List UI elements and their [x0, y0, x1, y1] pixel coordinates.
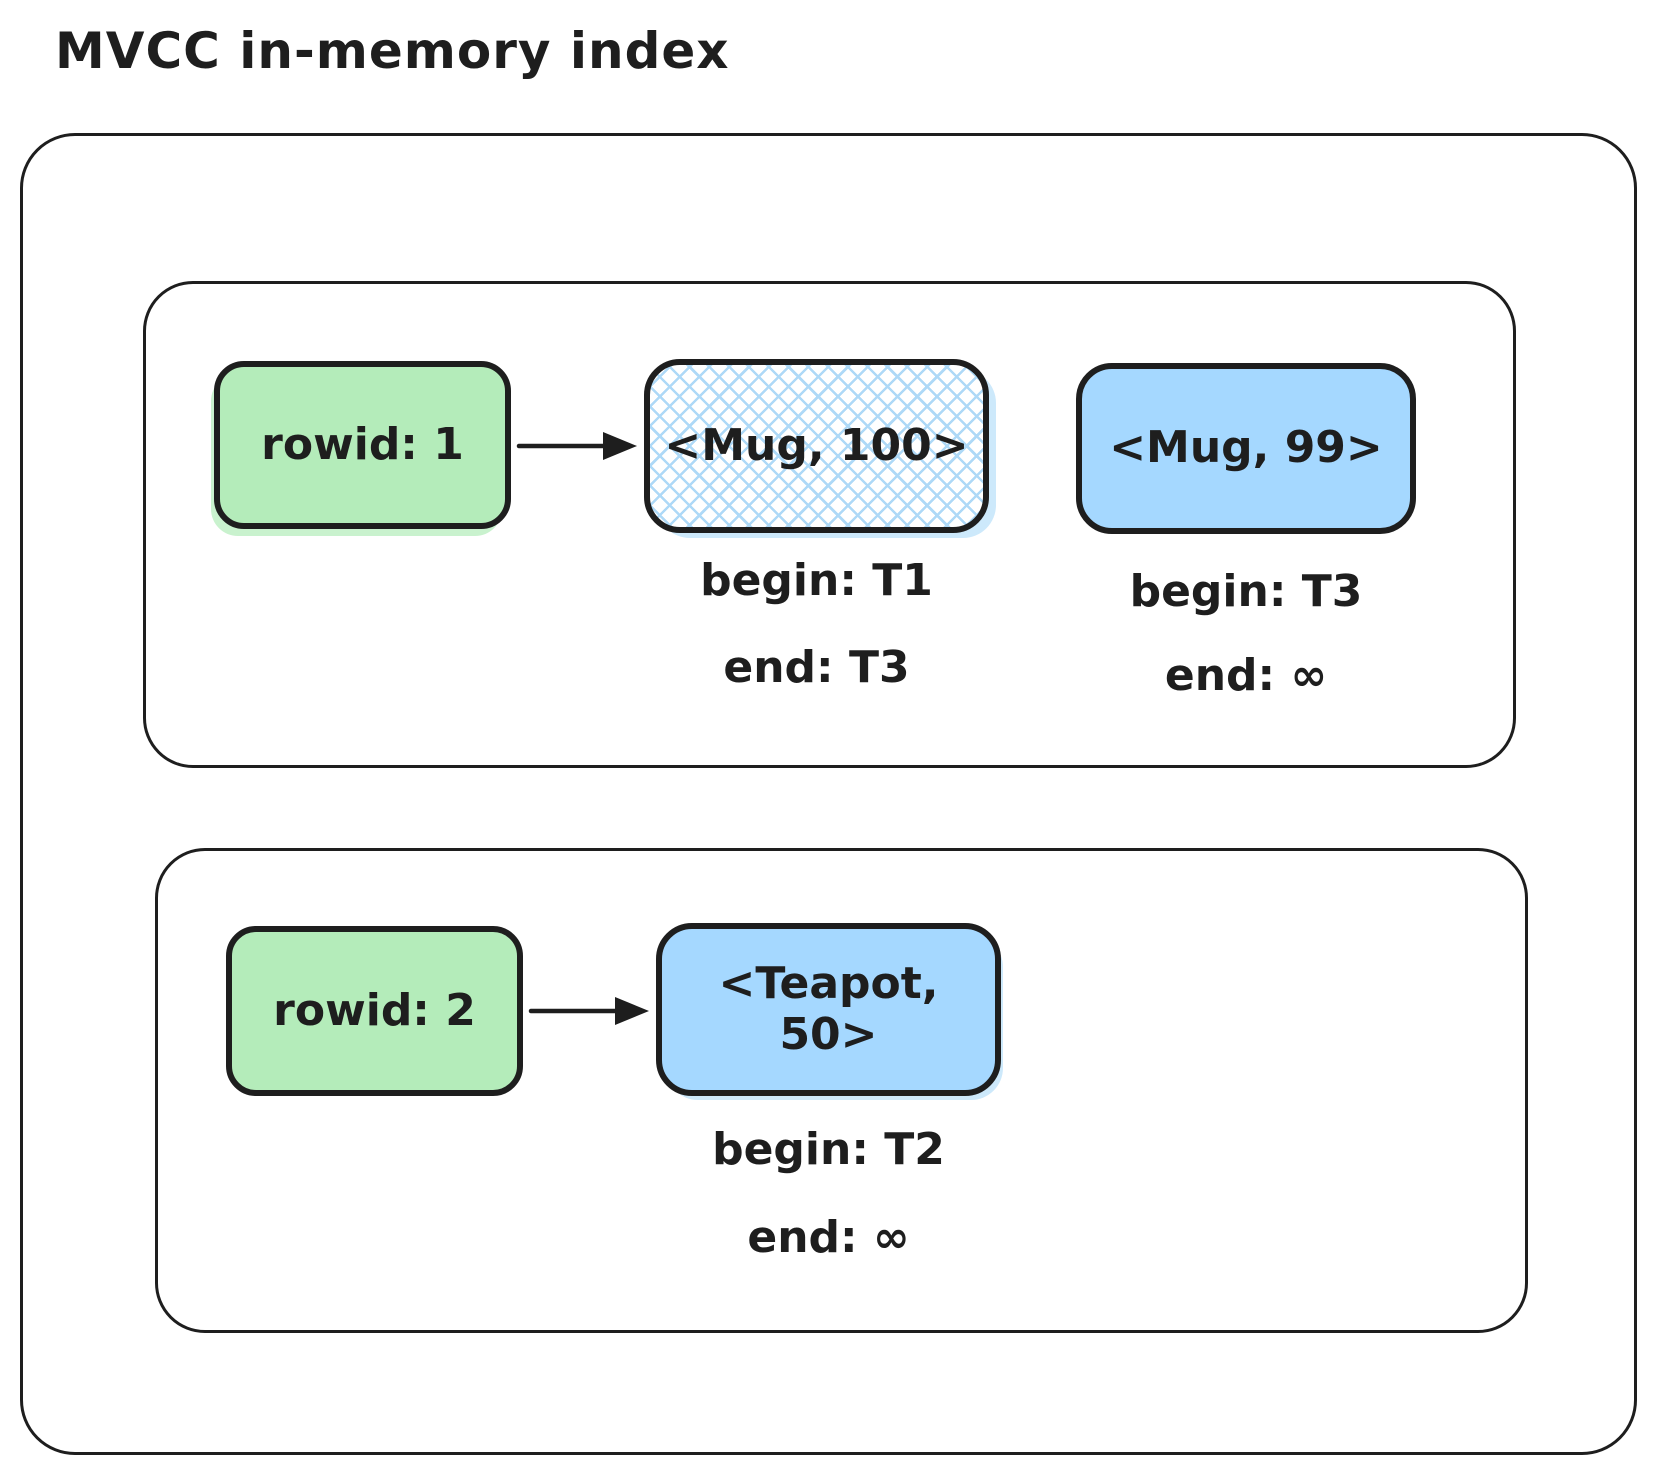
arrow-right-icon: [516, 432, 637, 460]
arrow-right-icon: [528, 997, 649, 1025]
index-row-2: rowid: 2 <Teapot, 50> begin: T2 end: ∞: [155, 848, 1528, 1333]
end-label: end: ∞: [1164, 650, 1328, 701]
rowid-node-2: rowid: 2: [226, 926, 523, 1096]
version-node-teapot-50: <Teapot, 50>: [656, 923, 1001, 1096]
begin-label: begin: T2: [712, 1124, 945, 1175]
rowid-node-1: rowid: 1: [214, 361, 511, 529]
begin-label: begin: T1: [700, 555, 933, 606]
end-label: end: ∞: [747, 1212, 910, 1263]
begin-label: begin: T3: [1129, 566, 1363, 617]
diagram-title: MVCC in-memory index: [55, 22, 730, 80]
version-node-mug-99: <Mug, 99>: [1076, 363, 1416, 534]
version-node-mug-100-label: <Mug, 100>: [664, 419, 969, 471]
version-node-mug-99-label: <Mug, 99>: [1109, 422, 1383, 474]
rowid-node-1-label: rowid: 1: [261, 418, 464, 470]
index-container: rowid: 1 <Mug, 100> <Mug, 99> begin: T1 …: [20, 133, 1637, 1455]
end-label: end: T3: [723, 642, 910, 693]
index-row-1: rowid: 1 <Mug, 100> <Mug, 99> begin: T1 …: [143, 281, 1516, 768]
version-node-mug-100: <Mug, 100>: [644, 359, 989, 533]
rowid-node-2-label: rowid: 2: [273, 984, 476, 1036]
version-node-teapot-50-label: <Teapot, 50>: [718, 957, 939, 1060]
